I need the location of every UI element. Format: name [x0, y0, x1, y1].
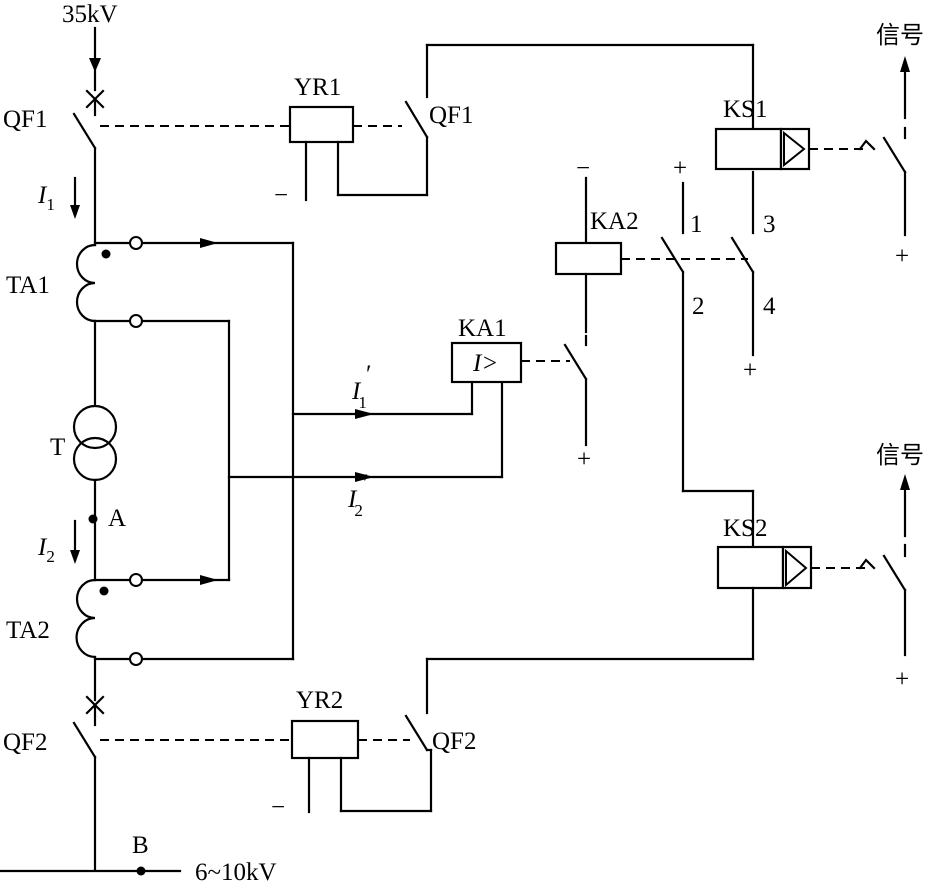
qf1-breaker-blade [72, 112, 97, 150]
transformer-winding-upper [72, 404, 118, 450]
ks1-flag-triangle [783, 130, 806, 168]
ta2-terminal-upper [129, 573, 143, 587]
ks1-relay [425, 43, 910, 237]
terminal-2-label: 2 [692, 293, 705, 320]
yr2-minus-label: − [271, 794, 285, 821]
ta2-label: TA2 [6, 617, 50, 644]
ks2-label: KS2 [723, 515, 767, 542]
terminal-4-label: 4 [763, 293, 776, 320]
yr1-minus-label: − [274, 182, 288, 209]
ta2-polarity-dot [99, 586, 109, 596]
ks1-signal-label: 信号 [876, 21, 924, 49]
point-b-label: B [132, 832, 149, 859]
i1-prime-label: I1 [351, 378, 367, 412]
ka1-label: KA1 [458, 315, 507, 342]
i1-direction-arrow [70, 205, 80, 219]
yr1-trip-coil [100, 43, 429, 202]
i2-direction-arrow [70, 550, 80, 564]
ks1-signal-contact [882, 136, 907, 174]
transformer-winding-lower [72, 436, 118, 482]
ta1-coil [75, 243, 97, 323]
terminal-3-label: 3 [763, 211, 776, 238]
ka2-contact-1-2 [660, 236, 685, 274]
qf1-aux-contact [404, 100, 429, 139]
i2-label: I2 [37, 534, 55, 566]
ta2-coil [75, 578, 97, 659]
qf1-aux-label: QF1 [429, 102, 473, 129]
i1-prime-mark: ′ [366, 361, 371, 388]
ks2-signal-label: 信号 [876, 441, 924, 469]
source-arrow [89, 58, 101, 72]
point-a-dot [88, 514, 98, 524]
ka1-contact [563, 343, 588, 381]
ta1-polarity-dot [101, 249, 111, 259]
ks1-plus-label: + [895, 243, 909, 270]
terminal-1-label: 1 [690, 211, 703, 238]
ka2-contact-3-4 [730, 236, 755, 274]
qf2-aux-label: QF2 [432, 728, 476, 755]
qf1-breaker-label: QF1 [3, 106, 47, 133]
ka2-label: KA2 [590, 208, 639, 235]
ka2-minus-label: − [576, 155, 590, 182]
ks1-signal-arrow [900, 56, 910, 72]
point-a-label: A [108, 505, 126, 532]
point-b-dot [136, 866, 146, 876]
ta1-terminal-lower [129, 314, 143, 328]
labels: 35kV QF1 QF1 YR1 − I1 TA1 T A I2 TA2 QF2… [3, 1, 924, 882]
ks2-relay [425, 474, 910, 661]
ka1-relay [450, 334, 588, 447]
ka2-plus-label: + [673, 155, 687, 182]
yr1-label: YR1 [294, 74, 341, 101]
qf2-breaker-label: QF2 [3, 729, 47, 756]
i1-label: I1 [37, 182, 55, 214]
ct-secondary-wiring [93, 236, 504, 666]
ka1-plus-label: + [577, 446, 591, 473]
ks2-plus-label: + [895, 666, 909, 693]
qf2-breaker-blade [72, 721, 97, 759]
ks2-flag-triangle [785, 548, 808, 588]
ks1-label: KS1 [723, 96, 767, 123]
main-bus [0, 26, 182, 876]
yr2-label: YR2 [296, 687, 343, 714]
yr2-trip-coil [100, 657, 433, 814]
ka2-relay [554, 170, 755, 549]
load-voltage-label: 6~10kV [195, 859, 277, 882]
ka2-contact-plus-label: + [743, 357, 757, 384]
transformer-label: T [50, 434, 65, 461]
qf2-aux-contact [404, 714, 429, 752]
i2-prime-mark: ′ [363, 470, 368, 497]
ta2-terminal-lower [129, 652, 143, 666]
ta1-label: TA1 [6, 272, 50, 299]
ta1-terminal-upper [129, 236, 143, 250]
i2-prime-label: I2 [347, 486, 363, 520]
source-voltage-label: 35kV [62, 1, 118, 28]
ks2-signal-arrow [900, 474, 910, 490]
ks2-signal-contact [882, 554, 907, 592]
ka1-symbol: I> [472, 350, 498, 377]
